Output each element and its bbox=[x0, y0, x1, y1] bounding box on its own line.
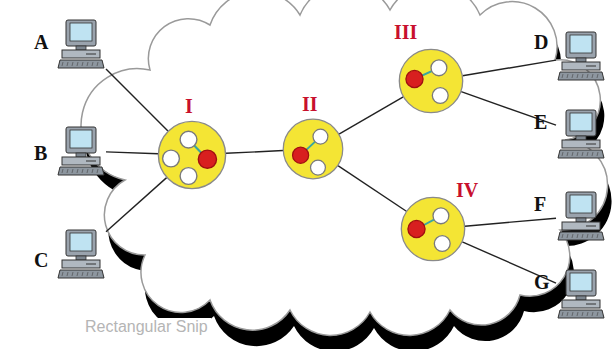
switch-node bbox=[282, 118, 344, 180]
computer-node: E bbox=[556, 108, 606, 160]
computer-label: G bbox=[534, 272, 550, 292]
switch-node: I bbox=[157, 120, 227, 190]
computer-node: B bbox=[56, 125, 106, 177]
switch-node bbox=[157, 120, 227, 190]
computer-label: D bbox=[534, 32, 548, 52]
computer-node: F bbox=[556, 190, 606, 242]
network-link bbox=[465, 218, 556, 226]
computer-node: D bbox=[556, 30, 606, 82]
switch-label: II bbox=[302, 94, 318, 114]
computer-icon bbox=[556, 30, 606, 82]
switch-label: III bbox=[394, 22, 417, 42]
computer-label: F bbox=[534, 194, 546, 214]
switch-node: III bbox=[398, 48, 464, 114]
computer-label: B bbox=[34, 143, 47, 163]
computer-node: C bbox=[56, 228, 106, 280]
watermark: Rectangular Snip bbox=[82, 318, 211, 336]
computer-icon bbox=[56, 228, 106, 280]
network-link bbox=[338, 166, 406, 212]
switch-node bbox=[400, 196, 466, 262]
switch-node: II bbox=[282, 118, 344, 180]
network-link bbox=[106, 178, 167, 232]
computer-label: C bbox=[34, 250, 48, 270]
computer-icon bbox=[556, 108, 606, 160]
computer-label: A bbox=[34, 32, 48, 52]
computer-label: E bbox=[534, 112, 547, 132]
switch-node: IV bbox=[400, 196, 466, 262]
switch-label: I bbox=[185, 96, 193, 116]
switch-label: IV bbox=[456, 180, 478, 200]
network-link bbox=[339, 97, 403, 134]
computer-node: A bbox=[56, 18, 106, 70]
computer-icon bbox=[56, 18, 106, 70]
computer-node: G bbox=[556, 268, 606, 320]
computer-icon bbox=[556, 268, 606, 320]
switch-node bbox=[398, 48, 464, 114]
network-link bbox=[226, 150, 283, 153]
network-link bbox=[463, 60, 556, 76]
network-link bbox=[106, 152, 158, 154]
computer-icon bbox=[56, 125, 106, 177]
computer-icon bbox=[556, 190, 606, 242]
network-link bbox=[106, 69, 168, 131]
